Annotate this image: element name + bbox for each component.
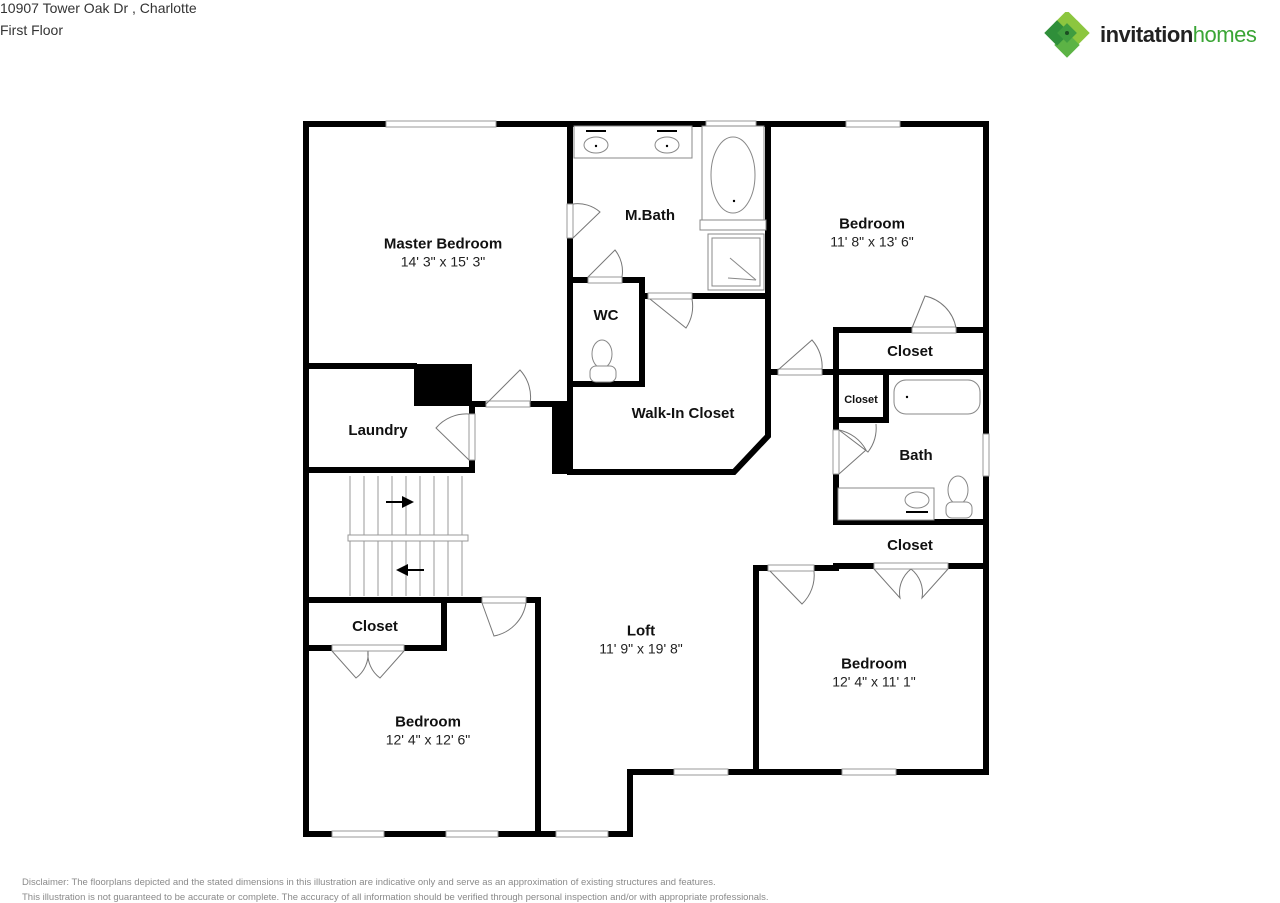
disclaimer-line-1: Disclaimer: The floorplans depicted and … bbox=[22, 877, 716, 888]
clover-logo-icon bbox=[1044, 10, 1090, 58]
floor-label: First Floor bbox=[0, 22, 63, 38]
room-closet-sw: Closet bbox=[352, 618, 398, 635]
stair-arrow-down-icon bbox=[396, 564, 424, 576]
room-wc: WC bbox=[593, 307, 619, 324]
stair-arrow-up-icon bbox=[386, 496, 414, 508]
brand-logo: invitationhomes bbox=[1044, 10, 1280, 58]
room-master-bath: M.Bath bbox=[625, 207, 675, 224]
disclaimer-line-2: This illustration is not guaranteed to b… bbox=[22, 892, 769, 903]
room-closet-ne: Closet bbox=[887, 343, 933, 360]
room-bath: Bath bbox=[899, 447, 933, 464]
room-laundry: Laundry bbox=[348, 422, 408, 439]
room-closet-e: Closet bbox=[887, 537, 933, 554]
property-address: 10907 Tower Oak Dr , Charlotte bbox=[0, 0, 197, 16]
brand-wordmark: invitationhomes bbox=[1100, 22, 1257, 47]
room-walk-in-closet: Walk-In Closet bbox=[631, 405, 735, 422]
room-closet-small: Closet bbox=[844, 394, 878, 406]
